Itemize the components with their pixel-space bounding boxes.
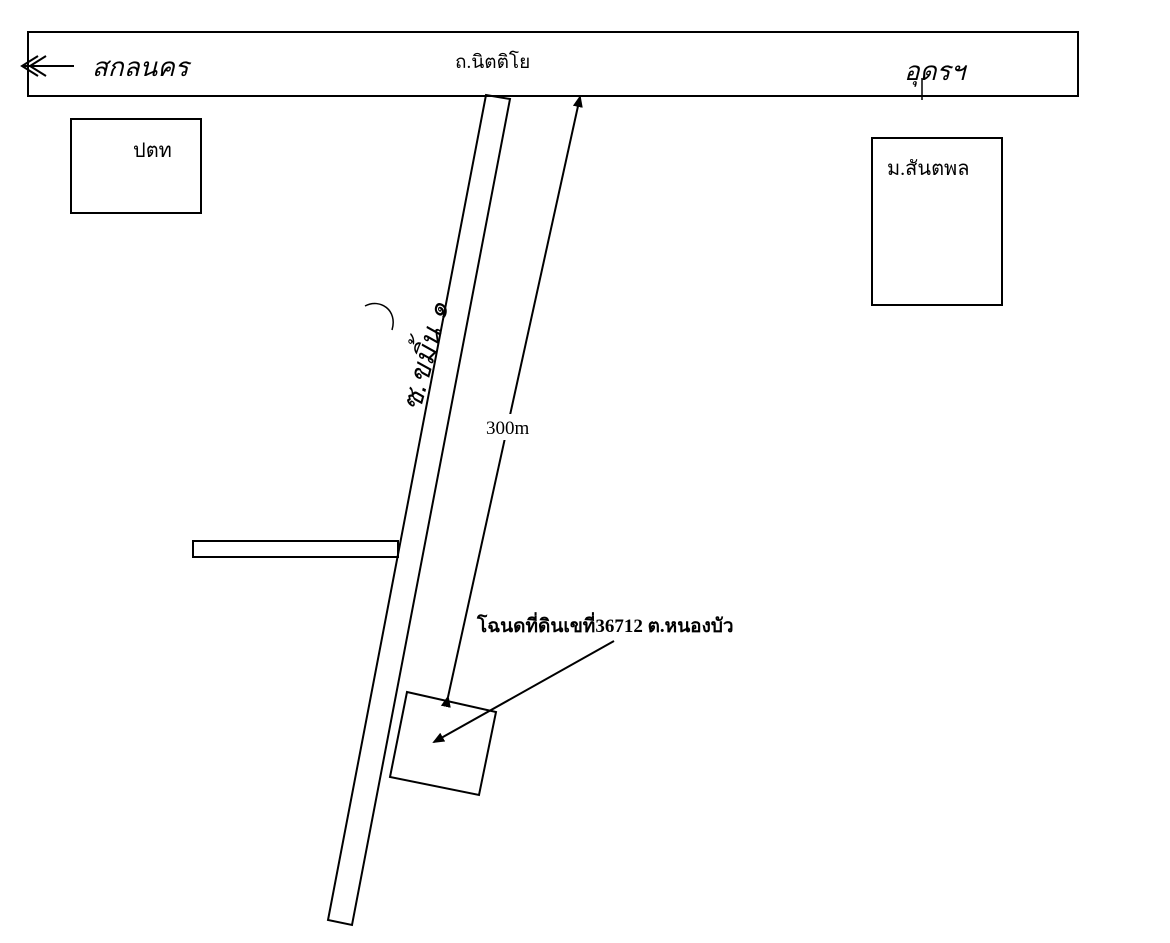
- side-road: [326, 93, 512, 927]
- right-building: [871, 137, 1003, 306]
- right-building-label: ม.สันตพล: [887, 158, 970, 180]
- side-road-label-flourish: [364, 302, 394, 331]
- side-road-label: ซ.ขมิ้น ๑: [391, 296, 456, 413]
- distance-label-bg: [482, 414, 542, 440]
- parcel-pointer-arrow: [432, 640, 615, 743]
- distance-label: 300m: [486, 418, 530, 439]
- land-parcel: [388, 690, 498, 797]
- branch-lane: [192, 540, 399, 558]
- distance-line: [440, 95, 583, 708]
- right-destination-label: อุดรฯ: [904, 57, 967, 87]
- left-building: [70, 118, 202, 214]
- parcel-label: โฉนดที่ดินเขที่36712 ต.หนองบัว: [476, 612, 734, 637]
- left-direction-arrow-icon: [20, 55, 74, 77]
- left-destination-label: สกลนคร: [92, 53, 192, 83]
- left-building-label: ปตท: [133, 140, 172, 162]
- main-road-label: ถ.นิตติโย: [455, 50, 530, 73]
